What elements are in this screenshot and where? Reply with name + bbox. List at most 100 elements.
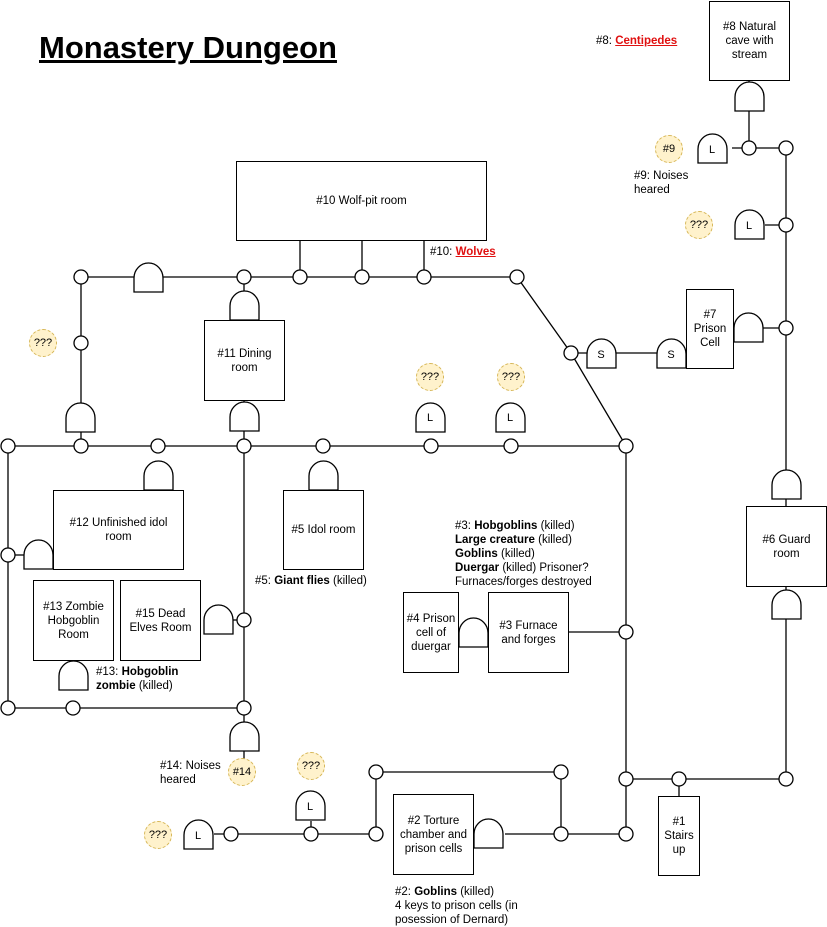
- junction-node: [563, 345, 579, 361]
- junction-node: [553, 826, 569, 842]
- locked-door-label: L: [709, 144, 715, 156]
- junction-node: [73, 269, 89, 285]
- room-15-dead-elves: #15 Dead Elves Room: [120, 580, 201, 661]
- door-arch: [229, 401, 260, 432]
- unknown-badge: ???: [297, 752, 325, 780]
- note-2-goblins: #2: Goblins (killed) 4 keys to prison ce…: [395, 885, 518, 927]
- note-14-noises: #14: Noises heared: [160, 759, 221, 787]
- room-13-zombie-hobgoblin: #13 Zombie Hobgoblin Room: [33, 580, 114, 661]
- locked-door-arch: [415, 402, 446, 433]
- note-3-line1-rest: (killed): [540, 520, 575, 532]
- locked-door-label: L: [746, 220, 752, 232]
- note-2-line3: posession of Dernard): [395, 914, 509, 926]
- room-1-stairs: #1 Stairs up: [658, 796, 700, 876]
- room-8-natural-cave: #8 Natural cave with stream: [709, 1, 790, 81]
- unknown-badge: ???: [497, 363, 525, 391]
- doors: [23, 81, 802, 850]
- note-3-line3-bold: Goblins: [455, 548, 498, 560]
- note-13-line1: #13: Hobgoblin: [96, 665, 178, 679]
- door-arch: [58, 660, 89, 691]
- note-2-prefix: #2:: [395, 886, 411, 898]
- door-arch: [458, 617, 489, 648]
- junction-node: [0, 438, 16, 454]
- junction-node: [618, 826, 634, 842]
- junction-node: [618, 771, 634, 787]
- door-letters: L L L L L L S S: [195, 144, 752, 842]
- note-13-bold2: zombie: [96, 680, 136, 692]
- locked-door-arch: [495, 402, 526, 433]
- secret-door-label: S: [597, 349, 604, 361]
- note-10-wolves: #10: Wolves: [430, 245, 496, 259]
- door-arch: [473, 818, 504, 849]
- junction-node: [416, 269, 432, 285]
- unknown-badge: ???: [144, 821, 172, 849]
- junction-node: [503, 438, 519, 454]
- note-3-line2-bold: Large creature: [455, 534, 535, 546]
- junction-node: [292, 269, 308, 285]
- junction-node: [509, 269, 525, 285]
- secret-door-label: S: [667, 349, 674, 361]
- note-2-line2: 4 keys to prison cells (in: [395, 900, 518, 912]
- note-9-noises: #9: Noises heared: [634, 169, 688, 197]
- note-3-line1-prefix: #3:: [455, 520, 471, 532]
- door-arch: [229, 721, 260, 752]
- junction-node: [65, 700, 81, 716]
- door-arch: [133, 262, 164, 293]
- note-13-line2: zombie (killed): [96, 679, 178, 693]
- junction-node: [236, 700, 252, 716]
- note-3-line1-bold: Hobgoblins: [474, 520, 538, 532]
- door-arch: [143, 460, 174, 491]
- note-5-prefix: #5:: [255, 575, 271, 587]
- note-14-line2: heared: [160, 774, 196, 786]
- note-13-rest: (killed): [138, 680, 173, 692]
- room-11-dining: #11 Dining room: [204, 320, 285, 401]
- door-arch: [203, 604, 234, 635]
- note-14-line1: #14: Noises: [160, 760, 221, 772]
- junction-node: [618, 624, 634, 640]
- note-3-line3-rest: (killed): [501, 548, 535, 560]
- page-title: Monastery Dungeon: [39, 30, 337, 65]
- door-arch: [733, 312, 764, 343]
- locked-door-arch: [734, 209, 765, 240]
- room-10-wolf-pit: #10 Wolf-pit room: [236, 161, 487, 241]
- note-8-centipedes: #8: Centipedes: [596, 34, 677, 48]
- room-6-guard: #6 Guard room: [746, 506, 827, 587]
- door-arch: [308, 460, 339, 491]
- note-3-line4-bold: Duergar: [455, 562, 500, 574]
- note-5-bold: Giant flies: [274, 575, 330, 587]
- locked-door-label: L: [507, 412, 513, 424]
- door-arch: [23, 539, 54, 570]
- junction-node: [236, 438, 252, 454]
- junction-node: [553, 764, 569, 780]
- note-5-rest: (killed): [333, 575, 367, 587]
- centipedes-link[interactable]: Centipedes: [615, 35, 678, 47]
- junction-node: [315, 438, 331, 454]
- note-8-prefix: #8:: [596, 35, 612, 47]
- junction-node: [778, 140, 794, 156]
- note-13-bold1: Hobgoblin: [121, 666, 179, 678]
- locked-door-label: L: [307, 801, 313, 813]
- junction-node: [303, 826, 319, 842]
- room-2-torture: #2 Torture chamber and prison cells: [393, 794, 474, 875]
- junction-node: [618, 438, 634, 454]
- note-2-line1: #2: Goblins (killed): [395, 885, 518, 899]
- room-3-furnace: #3 Furnace and forges: [488, 592, 569, 673]
- wolves-link[interactable]: Wolves: [455, 246, 496, 258]
- note-5-giant-flies: #5: Giant flies (killed): [255, 574, 367, 588]
- room-12-unfinished-idol: #12 Unfinished idol room: [53, 490, 184, 570]
- note-9-line1: #9: Noises: [634, 170, 689, 182]
- room-4-duergar-cell: #4 Prison cell of duergar: [403, 592, 459, 673]
- locked-door-label: L: [195, 830, 201, 842]
- junction-node: [778, 320, 794, 336]
- unknown-badge: ???: [416, 363, 444, 391]
- unknown-badge: ???: [29, 329, 57, 357]
- note-3-line2-rest: (killed): [538, 534, 572, 546]
- junction-node: [354, 269, 370, 285]
- door-arch: [229, 290, 260, 321]
- door-arch: [734, 81, 765, 112]
- junction-node: [0, 547, 16, 563]
- room-7-prison-cell: #7 Prison Cell: [686, 289, 734, 369]
- note-3-line3: Goblins (killed): [455, 547, 592, 561]
